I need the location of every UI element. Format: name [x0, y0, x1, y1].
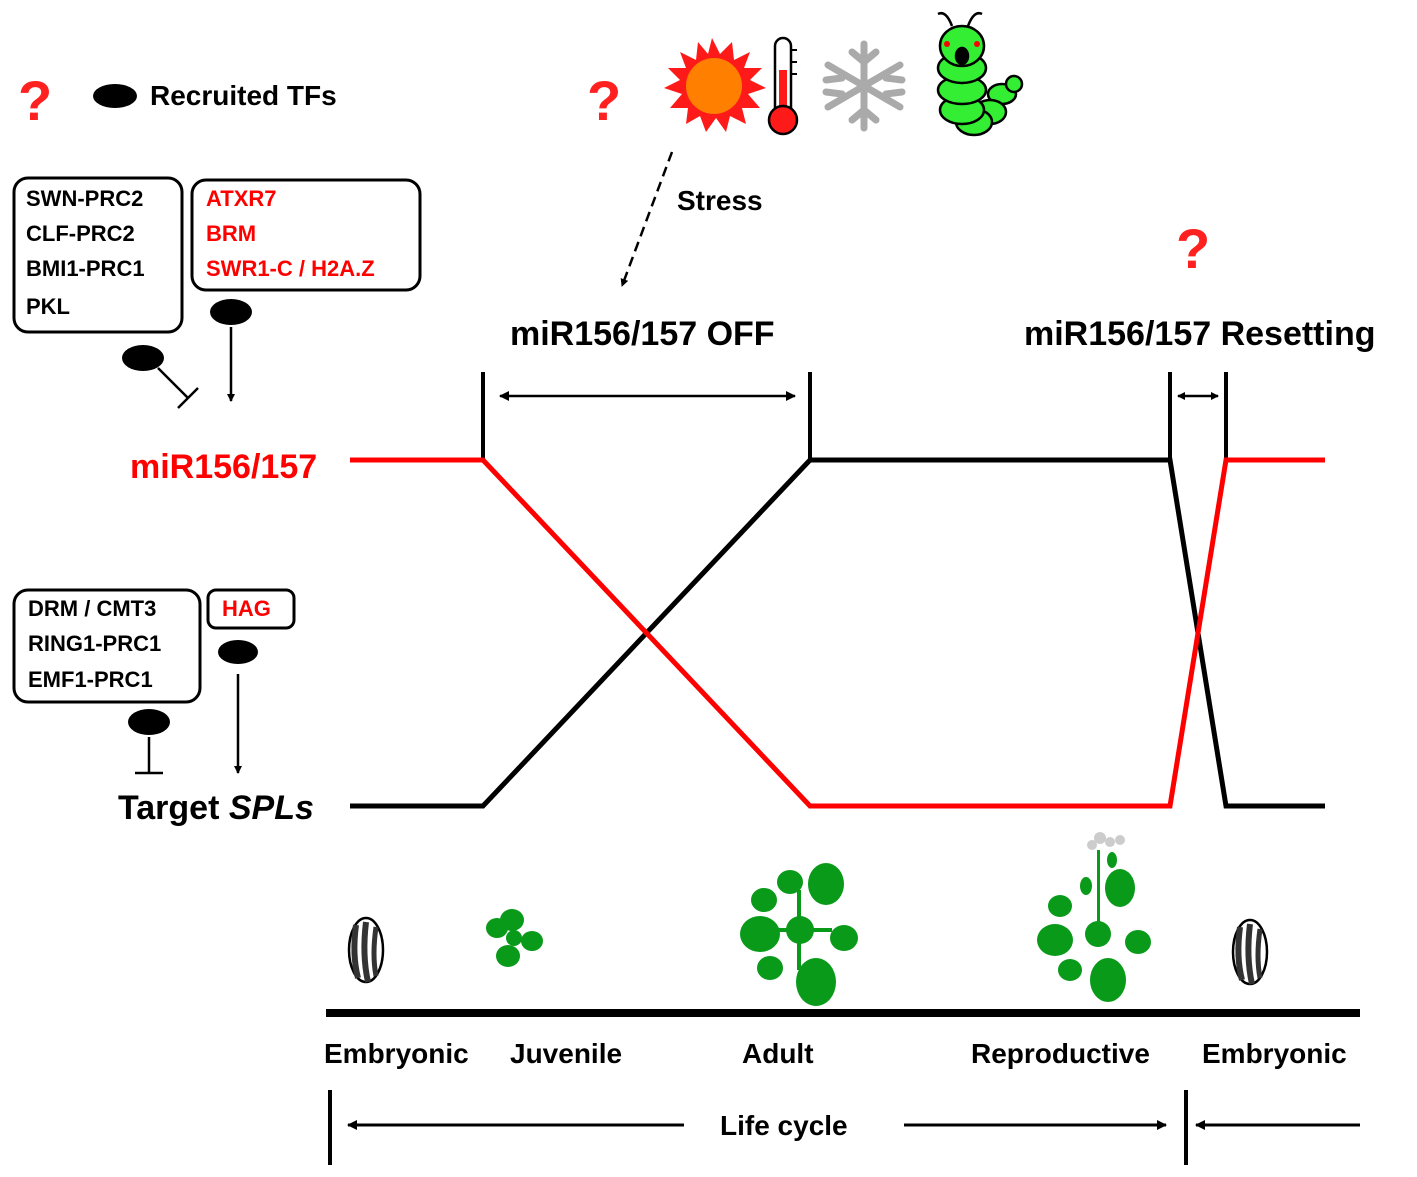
spl-activator-box: [206, 588, 296, 630]
life-cycle-label: Life cycle: [720, 1110, 848, 1141]
stage-1: Juvenile: [510, 1038, 622, 1069]
stress-label: Stress: [677, 185, 763, 216]
legend-label: Recruited TFs: [150, 80, 337, 111]
spl-repressor-box: [12, 588, 202, 704]
repression-line-mir: [157, 367, 189, 399]
spl-repressor-0: DRM / CMT3: [28, 596, 156, 621]
mir-level-label: miR156/157: [130, 448, 317, 486]
juvenile-plant-icon: [486, 909, 543, 967]
caterpillar-icon: [936, 12, 1024, 137]
mir-repressor-box: [12, 176, 184, 334]
question-mark-legend: ?: [18, 69, 52, 132]
thermometer-icon: [767, 36, 799, 136]
mir-repressor-3: PKL: [26, 294, 70, 319]
question-mark-resetting: ?: [1176, 217, 1210, 280]
question-mark-stress: ?: [587, 69, 621, 132]
sun-icon: [664, 38, 766, 132]
mir-repressor-0: SWN-PRC2: [26, 186, 143, 211]
mir-activator-2: SWR1-C / H2A.Z: [206, 256, 375, 281]
target-spls-label: Target SPLs: [118, 789, 314, 827]
mir-repressor-1: CLF-PRC2: [26, 221, 135, 246]
stage-2: Adult: [742, 1038, 814, 1069]
tf-ellipse-icon: [93, 84, 137, 108]
stage-0: Embryonic: [324, 1038, 469, 1069]
resetting-window-label: miR156/157 Resetting: [1024, 315, 1376, 353]
spl-repressor-1: RING1-PRC1: [28, 631, 161, 656]
mir-activator-1: BRM: [206, 221, 256, 246]
adult-plant-icon: [740, 863, 858, 1006]
snowflake-icon: [822, 40, 906, 132]
mir-level-line: [350, 457, 1325, 809]
repression-bar-mir: [177, 387, 199, 409]
stage-4: Embryonic: [1202, 1038, 1347, 1069]
stress-arrow: [620, 151, 674, 287]
mir-activator-0: ATXR7: [206, 186, 277, 211]
mir-repressor-2: BMI1-PRC1: [26, 256, 145, 281]
reproductive-plant-icon: [1037, 832, 1151, 1002]
tf-ellipse-spl-repressor: [128, 709, 170, 735]
spl-level-line: [350, 457, 1325, 809]
off-window-label: miR156/157 OFF: [510, 315, 775, 353]
stage-3: Reproductive: [971, 1038, 1150, 1069]
spl-activator-0: HAG: [222, 596, 271, 621]
spl-repressor-2: EMF1-PRC1: [28, 667, 153, 692]
tf-ellipse-spl-activator: [218, 640, 258, 664]
tf-ellipse-mir-activator: [210, 299, 252, 325]
tf-ellipse-mir-repressor: [122, 345, 164, 371]
mir-activator-box: [190, 178, 422, 292]
seed-icon-left: [347, 916, 385, 984]
seed-icon-right: [1231, 918, 1269, 986]
